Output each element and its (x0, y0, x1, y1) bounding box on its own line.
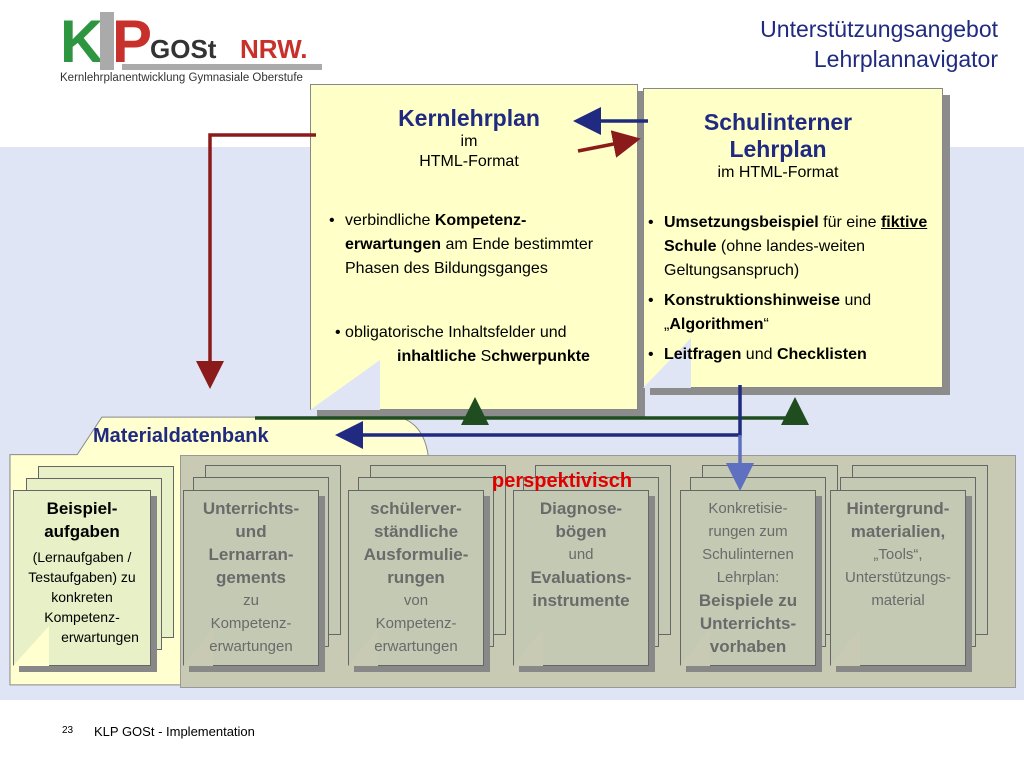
schulintern-heading-1: Schulinterner (703, 109, 853, 135)
card-text: instrumente (532, 591, 630, 610)
kernlehrplan-document: Kernlehrplan im HTML-Format verbindliche… (310, 84, 638, 410)
card-text: Hintergrund- (846, 499, 950, 518)
card-text: „Tools“, (873, 546, 923, 563)
card-text: Diagnose- (539, 499, 623, 518)
card-text: und (235, 522, 267, 541)
kernlehrplan-sub-im: im (460, 133, 478, 150)
schulintern-bullet-2: Konstruktionshinweise und „Algorithmen“ (644, 289, 934, 337)
card-text: Unterstützungs- (845, 569, 951, 586)
kernlehrplan-bullet-1: verbindliche Kompetenz-erwartungen am En… (325, 209, 595, 281)
logo-p: P (112, 8, 153, 75)
card-text: Lernarran- (208, 545, 294, 564)
schulintern-bullet-1: Umsetzungsbeispiel für eine fiktive Schu… (644, 211, 934, 283)
material-card: Hintergrund-materialien, „Tools“, Unterstü… (830, 490, 966, 666)
card-text: und (568, 546, 594, 563)
card-text: erwartungen (209, 638, 293, 655)
card-text: material (871, 592, 925, 609)
title-line-2: Lehrplannavigator (813, 46, 998, 72)
schulintern-bullet-3: Leitfragen und Checklisten (644, 343, 934, 367)
card-text: Lehrplan: (716, 569, 780, 586)
kernlehrplan-sub-format: HTML-Format (419, 153, 519, 170)
card-text: Evaluations- (530, 568, 632, 587)
schulintern-sub: im HTML-Format (717, 164, 839, 181)
card-text: rungen (387, 568, 445, 587)
slide-title: Unterstützungsangebot Lehrplannavigator (760, 14, 998, 74)
logo-nrw: NRW. (240, 34, 308, 64)
logo-gost: GOSt (150, 34, 217, 64)
footer-text: KLP GOSt - Implementation (94, 724, 255, 739)
card-text: Unterrichts- (202, 499, 300, 518)
materialdatenbank-label: Materialdatenbank (93, 425, 269, 447)
card-text: Kompetenz- (375, 615, 457, 632)
card-text: ständliche (373, 522, 459, 541)
card-text: vorhaben (709, 637, 787, 656)
card-text: gements (216, 568, 286, 587)
card-text: zu (243, 592, 259, 609)
schulintern-heading-2: Lehrplan (729, 136, 827, 162)
card-text: Schulinternen (702, 546, 794, 563)
card-text: von (403, 592, 429, 609)
logo-subtitle: Kernlehrplanentwicklung Gymnasiale Obers… (60, 72, 303, 84)
beispielaufgaben-card: Beispiel- aufgaben (Lernaufgaben / Testa… (13, 490, 151, 666)
card-text: Konkretisie- (708, 500, 788, 517)
kernlehrplan-heading: Kernlehrplan (398, 105, 540, 131)
kernlehrplan-bullet-2: • obligatorische Inhaltsfelder und inhal… (335, 324, 590, 365)
slide-number: 23 (62, 725, 74, 736)
card-text: schülerver- (370, 499, 462, 518)
klp-gost-nrw-logo: K P GOSt NRW. Kernlehrplanentwicklung Gy… (60, 12, 330, 87)
card-text: rungen zum (708, 523, 788, 540)
card-text: erwartungen (374, 638, 458, 655)
card-text: Unterrichts- (699, 614, 797, 633)
card-text: Beispiele zu (698, 591, 798, 610)
perspektivisch-label: perspektivisch (492, 470, 633, 492)
logo-k: K (60, 8, 104, 75)
card-text: Ausformulie- (363, 545, 469, 564)
card-text: Kompetenz- (210, 615, 292, 632)
title-line-1: Unterstützungsangebot (760, 16, 998, 42)
card-text: materialien, (850, 522, 946, 541)
card-text: bögen (555, 522, 607, 541)
schulinterner-lehrplan-document: Schulinterner Lehrplan im HTML-Format Um… (643, 88, 943, 388)
